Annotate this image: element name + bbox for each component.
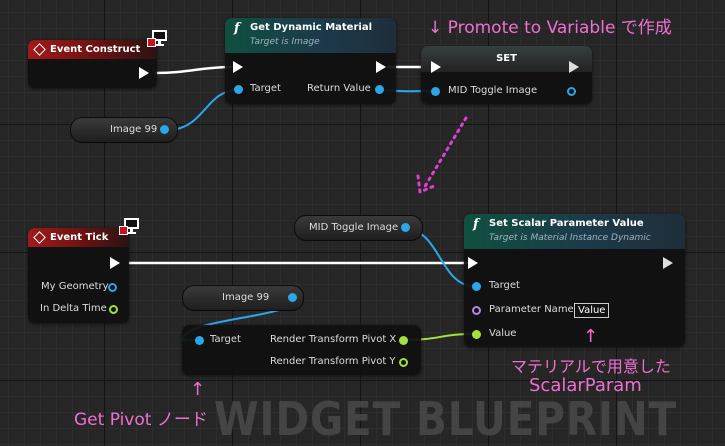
mid-toggle-image-out-pin[interactable] bbox=[567, 87, 576, 96]
graph-watermark: WIDGET BLUEPRINT bbox=[214, 392, 678, 446]
set-scalar-parameter-subtitle: Target is Material Instance Dynamic bbox=[489, 233, 651, 243]
get-dynamic-material-node[interactable]: f Get Dynamic Material Target is Image T… bbox=[225, 18, 396, 104]
return-value-pin[interactable] bbox=[375, 85, 384, 94]
target-label: Target bbox=[210, 334, 241, 345]
image-variable-label: Image 99 bbox=[110, 124, 158, 135]
mid-toggle-image-variable-pin[interactable] bbox=[401, 223, 410, 232]
pivot-x-label: Render Transform Pivot X bbox=[270, 334, 397, 345]
widget-monitor-icon bbox=[119, 216, 141, 236]
target-pin[interactable] bbox=[195, 336, 204, 345]
set-variable-node[interactable]: SET MID Toggle Image bbox=[421, 46, 592, 104]
mid-toggle-image-label: MID Toggle Image bbox=[448, 85, 538, 96]
param-line2-annotation: ScalarParam bbox=[529, 375, 642, 396]
exec-out-pin[interactable] bbox=[110, 257, 120, 269]
event-construct-header[interactable]: Event Construct bbox=[28, 40, 157, 59]
event-diamond-icon bbox=[33, 231, 46, 244]
set-variable-title: SET bbox=[496, 53, 517, 64]
return-value-label: Return Value bbox=[307, 83, 371, 94]
get-dynamic-material-subtitle: Target is Image bbox=[250, 37, 320, 47]
parameter-name-input[interactable]: Value bbox=[574, 303, 610, 318]
set-scalar-parameter-title: Set Scalar Parameter Value bbox=[489, 218, 644, 229]
param-line1-annotation: マテリアルで用意した bbox=[511, 357, 671, 376]
target-label: Target bbox=[250, 83, 281, 94]
value-pin[interactable] bbox=[472, 330, 481, 339]
image-variable-node-2[interactable]: Image 99 bbox=[182, 285, 304, 311]
get-render-transform-pivot-node[interactable]: Target Render Transform Pivot X Render T… bbox=[182, 325, 421, 375]
pivot-y-label: Render Transform Pivot Y bbox=[270, 356, 396, 367]
exec-out-pin[interactable] bbox=[139, 67, 149, 79]
set-variable-header[interactable]: SET bbox=[421, 46, 592, 72]
pivot-y-pin[interactable] bbox=[399, 358, 408, 367]
image-variable-node[interactable]: Image 99 bbox=[70, 117, 178, 143]
image-variable-label-2: Image 99 bbox=[222, 292, 270, 303]
annotation-arrowhead bbox=[416, 174, 436, 195]
value-label: Value bbox=[489, 328, 517, 339]
my-geometry-label: My Geometry bbox=[41, 281, 109, 292]
image-variable-pin[interactable] bbox=[160, 125, 169, 134]
exec-out-pin[interactable] bbox=[376, 61, 386, 73]
function-icon: f bbox=[234, 21, 240, 36]
in-delta-time-pin[interactable] bbox=[109, 305, 118, 314]
mid-toggle-image-pin[interactable] bbox=[431, 87, 440, 96]
pivot-arrow-annotation: ↑ bbox=[190, 379, 206, 400]
exec-in-pin[interactable] bbox=[233, 61, 243, 73]
pivot-label-annotation: Get Pivot ノード bbox=[74, 410, 208, 430]
event-tick-node[interactable]: Event Tick My Geometry In Delta Time bbox=[28, 228, 129, 323]
event-construct-node[interactable]: Event Construct bbox=[28, 40, 157, 88]
overlay-badge-icon bbox=[119, 226, 128, 235]
exec-out-pin[interactable] bbox=[569, 61, 579, 73]
get-dynamic-material-title: Get Dynamic Material bbox=[250, 22, 372, 33]
target-label: Target bbox=[489, 280, 520, 291]
event-diamond-icon bbox=[33, 43, 46, 56]
pivot-x-pin[interactable] bbox=[399, 336, 408, 345]
get-dynamic-material-header[interactable]: f Get Dynamic Material Target is Image bbox=[225, 18, 396, 53]
mid-toggle-image-variable-node[interactable]: MID Toggle Image bbox=[294, 215, 423, 241]
widget-monitor-icon bbox=[147, 28, 169, 48]
image-variable-pin-2[interactable] bbox=[288, 293, 297, 302]
parameter-name-pin[interactable] bbox=[472, 306, 481, 315]
mid-toggle-image-variable-label: MID Toggle Image bbox=[309, 222, 399, 233]
target-pin[interactable] bbox=[472, 282, 481, 291]
promote-annotation: ↓ Promote to Variable で作成 bbox=[428, 18, 672, 38]
annotation-dotted-arrow bbox=[422, 116, 468, 190]
target-pin[interactable] bbox=[234, 85, 243, 94]
set-scalar-parameter-header[interactable]: f Set Scalar Parameter Value Target is M… bbox=[464, 214, 685, 249]
event-tick-title: Event Tick bbox=[50, 232, 109, 243]
exec-in-pin[interactable] bbox=[431, 61, 441, 73]
exec-wire-construct[interactable] bbox=[154, 65, 233, 75]
overlay-badge-icon bbox=[147, 38, 156, 47]
set-scalar-parameter-node[interactable]: f Set Scalar Parameter Value Target is M… bbox=[464, 214, 685, 347]
event-construct-title: Event Construct bbox=[50, 44, 141, 55]
my-geometry-pin[interactable] bbox=[108, 283, 117, 292]
function-icon: f bbox=[473, 217, 479, 232]
param-arrow-annotation: ↑ bbox=[583, 326, 599, 347]
exec-out-pin[interactable] bbox=[663, 257, 673, 269]
in-delta-time-label: In Delta Time bbox=[40, 303, 107, 314]
parameter-name-label: Parameter Name bbox=[489, 304, 574, 315]
exec-in-pin[interactable] bbox=[468, 257, 478, 269]
event-tick-header[interactable]: Event Tick bbox=[28, 228, 129, 247]
